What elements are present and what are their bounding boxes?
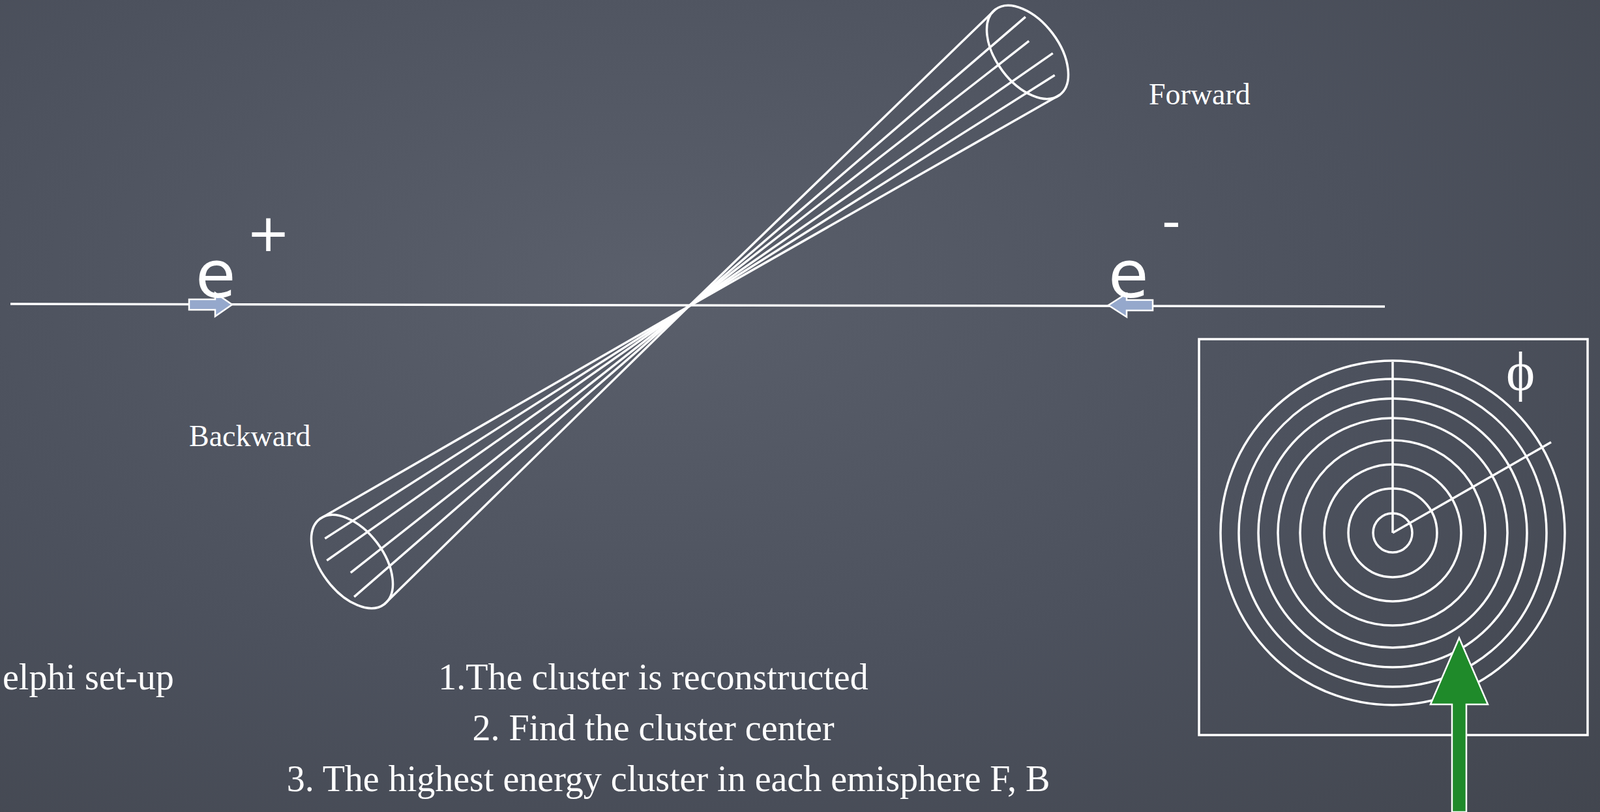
track-line: [326, 306, 689, 561]
track-line: [688, 16, 1026, 307]
charge-label: +: [246, 207, 291, 260]
cone-rim: [294, 500, 409, 624]
track-line: [688, 53, 1053, 307]
track-line: [688, 41, 1029, 307]
phi-axis: [1391, 361, 1394, 533]
charge-label: -: [1161, 195, 1181, 248]
particle-label: e: [195, 242, 237, 308]
detector-box: [1199, 339, 1588, 735]
particle-label: e: [1108, 242, 1149, 308]
detector-rings: [1220, 360, 1565, 705]
jet-cones: [294, 0, 1085, 623]
track-line: [324, 306, 689, 539]
step-text: 1.The cluster is reconstructed: [438, 658, 868, 696]
phi-radius: [1392, 442, 1552, 533]
detector-ring: [1220, 360, 1565, 705]
track-line: [350, 306, 689, 573]
track-line: [688, 94, 1060, 307]
track-line: [320, 306, 689, 519]
direction-label: Forward: [1148, 79, 1251, 110]
beam-direction-arrow: [1430, 637, 1488, 812]
step-text: 3. The highest energy cluster in each em…: [286, 760, 1051, 797]
note-text: elphi set-up: [2, 658, 175, 696]
direction-label: Backward: [189, 421, 311, 452]
track-line: [688, 74, 1055, 307]
track-line: [354, 306, 689, 597]
angle-symbol: ϕ: [1506, 344, 1535, 400]
step-text: 2. Find the cluster center: [472, 709, 834, 746]
